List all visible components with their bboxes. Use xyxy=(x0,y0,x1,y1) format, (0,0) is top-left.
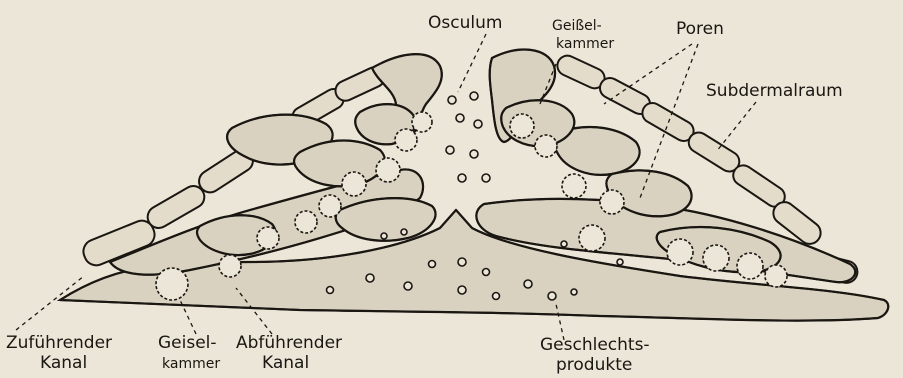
label-zufuehrender-2: Kanal xyxy=(40,353,87,373)
label-subdermalraum: Subdermalraum xyxy=(706,81,843,101)
label-geisel-bottom-2: kammer xyxy=(162,356,220,372)
label-zufuehrender-1: Zuführender xyxy=(6,333,112,353)
label-osculum: Osculum xyxy=(428,13,502,33)
label-geschlechts-1: Geschlechts- xyxy=(540,335,650,355)
label-abfuehrender-1: Abführender xyxy=(236,333,342,353)
label-geisselkammer-top-2: kammer xyxy=(556,36,614,52)
label-geisel-bottom-1: Geisel- xyxy=(158,333,217,353)
osculum-cells xyxy=(446,92,490,182)
label-abfuehrender-2: Kanal xyxy=(262,353,309,373)
label-geschlechts-2: produkte xyxy=(556,355,632,375)
label-geisselkammer-top-1: Geißel- xyxy=(552,18,602,34)
label-poren: Poren xyxy=(676,19,724,39)
